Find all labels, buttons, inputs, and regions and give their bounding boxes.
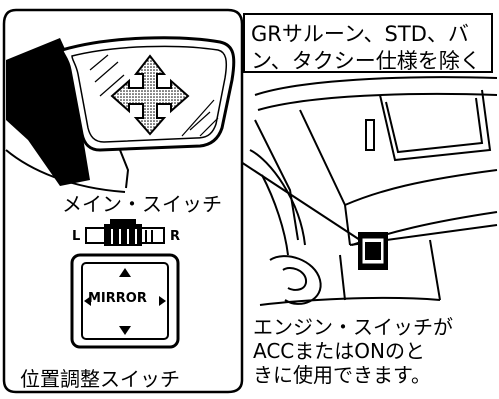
ignition-note-line1: エンジン・スイッチが xyxy=(253,315,453,339)
exclusion-note-line1: GRサルーン、STD、バ xyxy=(251,22,469,46)
mirror-button-label: MIRROR xyxy=(88,291,147,306)
callout-line xyxy=(237,159,361,241)
dashboard-switch xyxy=(358,232,388,270)
down-arrow-icon xyxy=(119,326,131,335)
ignition-note-line3: きに使用できます。 xyxy=(253,363,431,387)
ignition-note-line2: ACCまたはONのと xyxy=(253,339,425,363)
mirror-arrows-icon xyxy=(110,54,190,136)
left-mirror-label: L xyxy=(72,229,81,244)
left-arrow-icon xyxy=(84,296,91,306)
up-arrow-icon xyxy=(119,268,131,277)
adjust-switch xyxy=(70,253,180,349)
main-switch xyxy=(85,219,165,246)
adjust-switch-label: 位置調整スイッチ xyxy=(20,367,180,391)
right-mirror-label: R xyxy=(170,229,181,244)
dashboard-illustration xyxy=(249,76,498,306)
right-arrow-icon xyxy=(159,296,166,306)
exclusion-note-box: GRサルーン、STD、バ ン、タクシー仕様を除く xyxy=(243,13,493,73)
main-switch-label: メイン・スイッチ xyxy=(62,192,222,216)
side-mirror xyxy=(5,36,236,193)
exclusion-note-line2: ン、タクシー仕様を除く xyxy=(251,49,481,73)
ignition-note: エンジン・スイッチが ACCまたはONのと きに使用できます。 xyxy=(253,315,453,387)
